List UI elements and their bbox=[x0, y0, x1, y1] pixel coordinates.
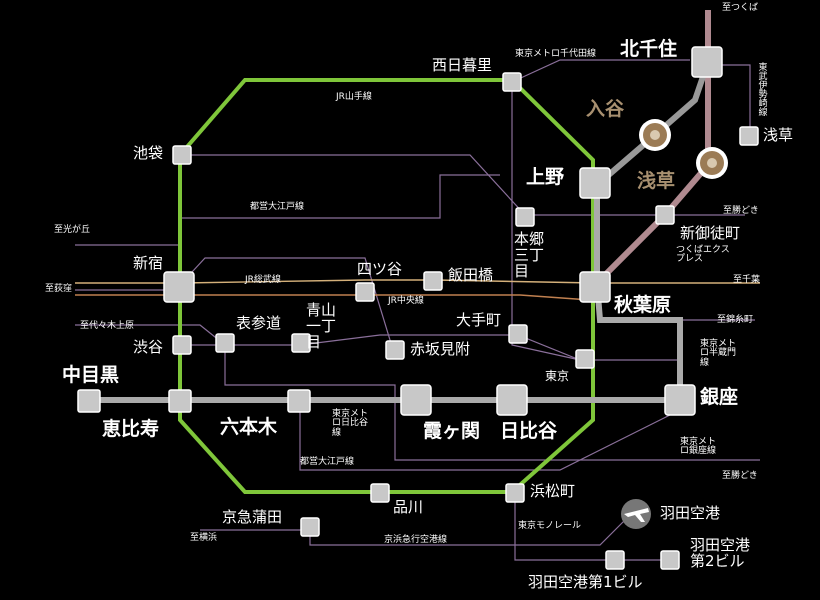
label-hongo: 本郷三丁目 bbox=[514, 230, 545, 280]
station-ikebukuro bbox=[172, 145, 192, 165]
label-hanedaairport: 羽田空港 bbox=[660, 504, 721, 522]
station-iidabashi bbox=[423, 271, 443, 291]
label-akasakamitsuke: 赤坂見附 bbox=[410, 340, 471, 358]
label-kitasenju: 北千住 bbox=[620, 38, 678, 60]
chiyoda-ext-line bbox=[511, 59, 690, 83]
label-ikebukuro: 池袋 bbox=[133, 144, 164, 162]
label-kasumigaseki: 霞ヶ関 bbox=[423, 420, 481, 442]
circle-iriya-core bbox=[650, 130, 660, 140]
label-monorail: 東京モノレール bbox=[518, 521, 582, 531]
station-shinagawa bbox=[370, 483, 390, 503]
marunouchi-line bbox=[224, 345, 760, 461]
station-roppongi bbox=[287, 389, 311, 413]
station-nakameguro bbox=[77, 389, 101, 413]
label-shinjuku: 新宿 bbox=[133, 254, 164, 272]
keikyu-line bbox=[200, 519, 626, 546]
airplane-icon bbox=[621, 499, 651, 529]
station-keikyukamata bbox=[300, 517, 320, 537]
label-roppongi: 六本木 bbox=[220, 416, 278, 438]
label-akihabara: 秋葉原 bbox=[614, 294, 672, 316]
label-tsukuba: つくばエクスプレス bbox=[676, 245, 730, 265]
station-omotesando bbox=[215, 333, 235, 353]
label-hanzomon: 東京メトロ半蔵門線 bbox=[700, 339, 737, 368]
tsukuba-line bbox=[594, 10, 711, 286]
label-otemachi: 大手町 bbox=[456, 311, 502, 329]
label-dir-katsudoki1: 至勝どき bbox=[723, 206, 759, 216]
station-shibuya bbox=[172, 335, 192, 355]
label-asakusa-hibiya: 浅草 bbox=[637, 170, 676, 192]
station-ginza bbox=[664, 384, 696, 416]
label-iidabashi: 飯田橋 bbox=[448, 266, 494, 284]
label-keikyu: 京浜急行空港線 bbox=[384, 535, 448, 545]
station-kitasenju bbox=[691, 46, 723, 78]
label-dir-kinshicho: 至錦糸町 bbox=[717, 315, 754, 325]
label-haneda1: 羽田空港第1ビル bbox=[528, 573, 643, 591]
tobu-ext-line bbox=[720, 64, 751, 130]
label-shibuya: 渋谷 bbox=[133, 338, 164, 356]
chuo-line bbox=[75, 294, 591, 301]
label-omotesando: 表参道 bbox=[236, 314, 282, 332]
hamamatsu-line bbox=[514, 495, 670, 561]
label-hibiya: 日比谷 bbox=[500, 420, 558, 442]
label-chuo: JR中央線 bbox=[388, 296, 424, 306]
station-akasakamitsuke bbox=[385, 340, 405, 360]
station-nishinippori bbox=[502, 72, 522, 92]
hibiya-line bbox=[595, 61, 711, 188]
label-hibiya-line: 東京メトロ日比谷線 bbox=[332, 409, 369, 438]
label-shinagawa: 品川 bbox=[393, 498, 424, 516]
label-shinokachimachi: 新御徒町 bbox=[680, 224, 741, 242]
label-dir-tsukuba: 至つくば bbox=[722, 3, 759, 13]
label-nishinippori: 西日暮里 bbox=[432, 56, 493, 74]
label-nakameguro: 中目黒 bbox=[62, 364, 120, 386]
label-oedo-top: 都営大江戸線 bbox=[250, 202, 305, 212]
label-ginza-line: 東京メトロ銀座線 bbox=[680, 437, 717, 457]
label-dir-yoyogiuehara: 至代々木上原 bbox=[80, 321, 135, 331]
label-asakusa-tobu: 浅草 bbox=[763, 126, 794, 144]
label-aoyama: 青山一丁目 bbox=[306, 301, 337, 351]
station-ebisu bbox=[168, 389, 192, 413]
label-yotsuya: 四ツ谷 bbox=[357, 260, 403, 278]
label-tobu: 東武伊勢崎線 bbox=[756, 62, 767, 116]
label-yamanote: JR山手線 bbox=[336, 92, 372, 102]
label-dir-yokohama: 至横浜 bbox=[190, 533, 218, 543]
station-haneda2 bbox=[660, 550, 680, 570]
circle-asakusa-core bbox=[707, 158, 717, 168]
stations bbox=[77, 46, 759, 570]
label-ebisu: 恵比寿 bbox=[102, 418, 160, 440]
label-ueno: 上野 bbox=[526, 166, 565, 188]
station-akihabara bbox=[579, 271, 611, 303]
station-ueno bbox=[579, 167, 611, 199]
label-chiyoda: 東京メトロ千代田線 bbox=[515, 49, 597, 59]
label-dir-hikarigaoka: 至光が丘 bbox=[54, 225, 91, 235]
station-yotsuya bbox=[355, 282, 375, 302]
station-haneda1 bbox=[605, 550, 625, 570]
label-sobu: JR総武線 bbox=[245, 275, 281, 285]
station-kasumigaseki bbox=[400, 384, 432, 416]
label-oedo-bottom: 都営大江戸線 bbox=[300, 457, 355, 467]
station-hongo bbox=[515, 207, 535, 227]
chiyoda-line bbox=[511, 82, 581, 361]
station-aoyama bbox=[291, 333, 311, 353]
label-hamamatsucho: 浜松町 bbox=[530, 482, 576, 500]
label-dir-chiba: 至千葉 bbox=[733, 275, 761, 285]
label-dir-katsudoki2: 至勝どき bbox=[722, 471, 758, 481]
ginza-line bbox=[90, 185, 683, 403]
label-tokyo: 東京 bbox=[545, 369, 570, 383]
station-hamamatsucho bbox=[505, 483, 525, 503]
label-dir-ogikubo: 至荻窪 bbox=[45, 284, 73, 294]
station-shinokachimachi bbox=[655, 205, 675, 225]
label-ginza: 銀座 bbox=[700, 386, 739, 408]
oedo-west-line bbox=[75, 174, 500, 246]
station-tokyo bbox=[575, 349, 595, 369]
station-shinjuku bbox=[163, 271, 195, 303]
label-keikyukamata: 京急蒲田 bbox=[222, 508, 283, 526]
oedo-south-line bbox=[299, 405, 681, 471]
station-hibiya bbox=[496, 384, 528, 416]
label-haneda2: 羽田空港第2ビル bbox=[690, 536, 751, 570]
station-otemachi bbox=[508, 324, 528, 344]
station-asakusa-tobu bbox=[739, 126, 759, 146]
highlight-circles bbox=[639, 119, 728, 179]
label-iriya: 入谷 bbox=[586, 98, 625, 120]
